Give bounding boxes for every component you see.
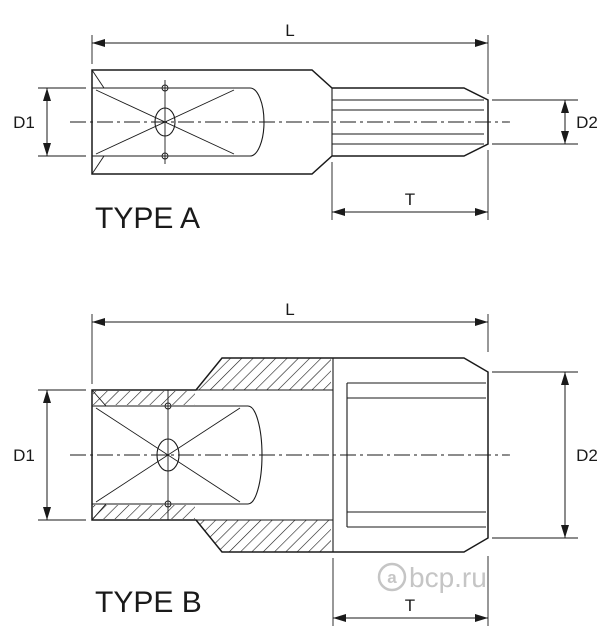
- dim-label-t-type-a: T: [405, 190, 415, 209]
- opening-chamfer-line: [91, 389, 107, 407]
- hatch-region-top-collar: [196, 358, 331, 390]
- watermark-logo-icon: [377, 562, 407, 592]
- figure-type-a: L D1 D2: [13, 21, 598, 235]
- pin-hole-mark: [164, 500, 172, 508]
- dimension-d1-type-b: D1: [13, 389, 86, 521]
- dim-label-d1-type-a: D1: [13, 113, 35, 132]
- pin-hole-mark: [164, 402, 172, 410]
- socket-outline-type-a: [91, 69, 489, 175]
- watermark: a bcp.ru: [377, 562, 487, 593]
- hatch-region-top-wall: [93, 391, 195, 405]
- dim-label-d1-type-b: D1: [13, 446, 35, 465]
- opening-chamfer-line: [91, 69, 105, 89]
- dimension-d2-type-a: D2: [492, 99, 598, 145]
- dim-label-l-type-a: L: [285, 21, 294, 40]
- figure-title-type-a: TYPE A: [95, 202, 200, 235]
- dimension-t-type-a: T: [331, 150, 489, 220]
- hex-flat-lines: [332, 99, 484, 145]
- dim-label-l-type-b: L: [285, 300, 294, 319]
- dimension-d1-type-a: D1: [13, 87, 86, 157]
- pin-hole-mark: [161, 84, 169, 92]
- dim-label-d2-type-a: D2: [576, 113, 598, 132]
- dimension-length-type-a: L: [91, 21, 489, 94]
- opening-chamfer-line: [91, 503, 107, 521]
- dimension-length-type-b: L: [91, 300, 489, 384]
- hatch-region-bottom-wall: [93, 505, 195, 519]
- dim-label-d2-type-b: D2: [576, 446, 598, 465]
- watermark-logo-letter: a: [387, 568, 397, 587]
- watermark-text: bcp.ru: [409, 562, 487, 593]
- hatch-region-bottom-collar: [196, 520, 331, 552]
- figure-title-type-b: TYPE B: [95, 586, 202, 619]
- dim-label-t-type-b: T: [405, 596, 415, 615]
- socket-outline-type-b: [91, 357, 489, 553]
- dimension-t-type-b: T: [332, 556, 489, 626]
- pin-hole-mark: [161, 152, 169, 160]
- opening-chamfer-line: [91, 155, 105, 175]
- dimension-d2-type-b: D2: [492, 371, 598, 539]
- figure-type-b: L D1: [13, 300, 598, 626]
